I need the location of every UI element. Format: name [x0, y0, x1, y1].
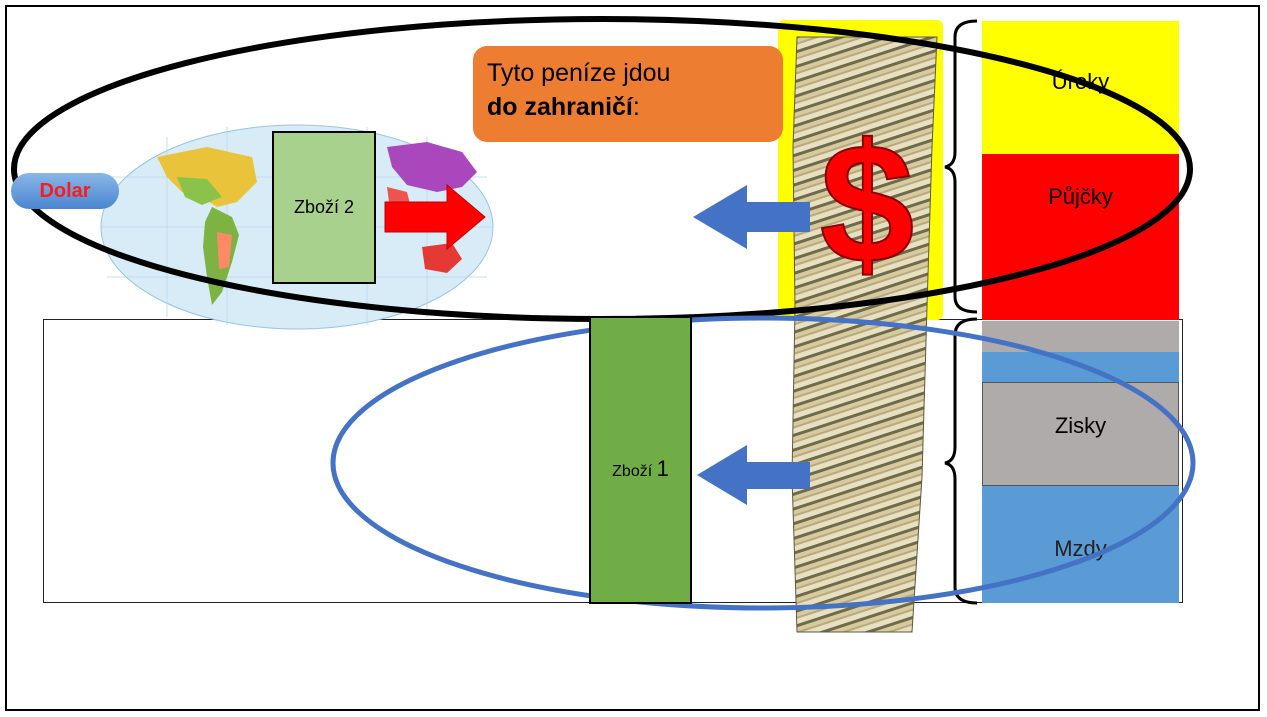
diagram-graphics: $ — [11, 16, 1196, 633]
profits-label: Zisky — [1054, 413, 1107, 438]
dolar-badge: Dolar — [11, 173, 119, 209]
callout-line-1: Tyto peníze jdou — [487, 59, 671, 87]
loans-segment: Půjčky — [982, 154, 1179, 320]
dollar-sign-icon: $ — [820, 109, 915, 299]
arrow-left-lower-icon — [697, 445, 810, 505]
slide: Úroky Půjčky Zisky Mzdy — [5, 5, 1260, 711]
callout-bold: do zahraničí — [487, 93, 633, 121]
goods-1-number: 1 — [656, 456, 669, 481]
loans-label: Půjčky — [1048, 184, 1113, 209]
money-stack-icon — [791, 36, 938, 633]
arrow-right-red-icon — [384, 183, 486, 251]
lower-brace-icon — [944, 317, 978, 605]
goods-1-box: Zboží 1 — [589, 316, 692, 604]
upper-brace-icon — [944, 19, 978, 314]
domestic-flow-ellipse — [330, 315, 1196, 611]
goods-1-prefix: Zboží — [612, 463, 657, 480]
arrow-left-upper-icon — [693, 185, 810, 249]
callout-colon: : — [632, 93, 640, 121]
wages-segment: Mzdy — [982, 486, 1179, 603]
goods-1-label: Zboží 1 — [591, 456, 690, 482]
money-goes-abroad-callout: Tyto peníze jdou do zahraničí: — [473, 46, 783, 142]
goods-2-label: Zboží 2 — [293, 197, 355, 217]
callout-line-2: do zahraničí: — [487, 90, 769, 124]
wages-label: Mzdy — [1054, 536, 1107, 561]
goods-2-box: Zboží 2 — [272, 131, 376, 284]
